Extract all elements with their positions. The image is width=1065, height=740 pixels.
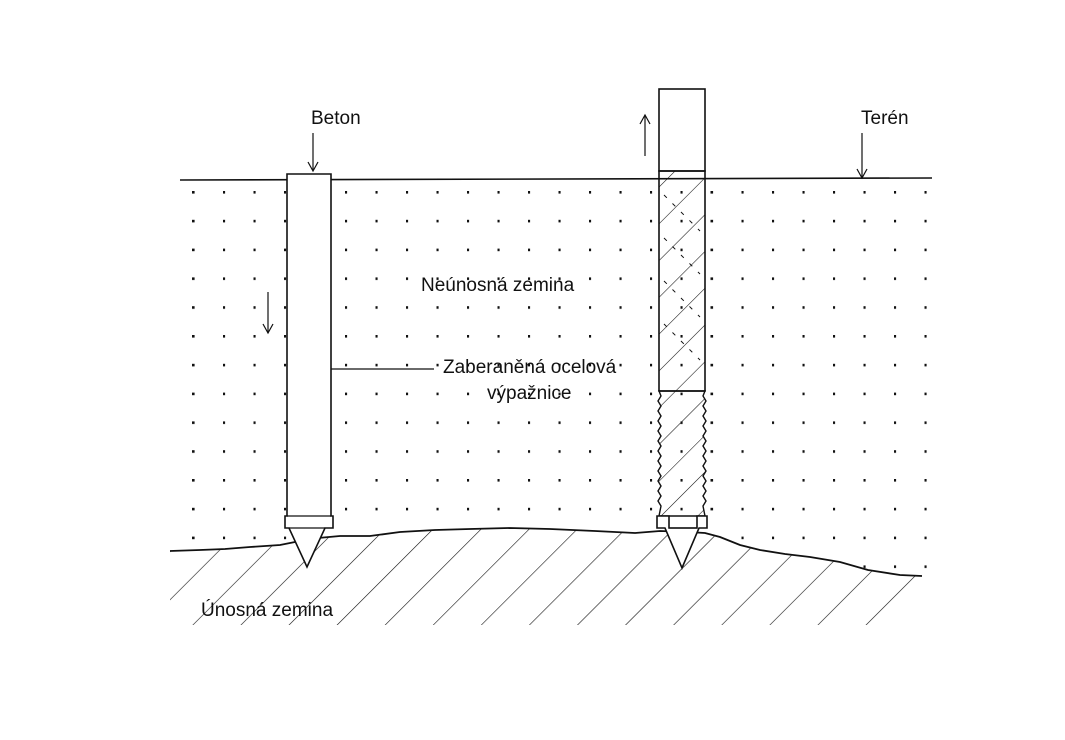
label-teren: Terén xyxy=(861,108,909,129)
beton-arrow xyxy=(307,133,319,173)
extraction-up-arrow xyxy=(639,113,651,156)
label-neunosna-zemina: Neúnosná zemina xyxy=(421,275,575,296)
soil-boundary-line xyxy=(169,527,923,577)
label-beton: Beton xyxy=(311,108,361,129)
steel-casing-left xyxy=(284,173,334,569)
label-unosna-zemina: Únosná zemina xyxy=(201,600,334,621)
label-zaberanena-line2: výpažnice xyxy=(487,383,572,404)
concrete-pile-right xyxy=(656,88,708,571)
label-zaberanena-line1: Zaberaněná ocelová xyxy=(443,357,617,378)
teren-arrow xyxy=(856,133,868,180)
driving-down-arrow xyxy=(262,292,274,335)
